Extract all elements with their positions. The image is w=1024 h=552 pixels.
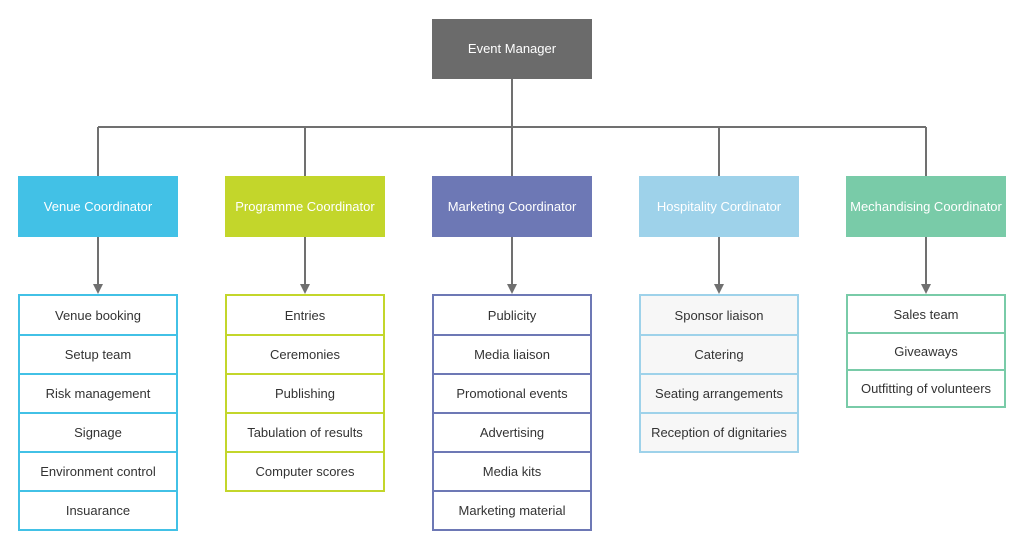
task-item: Venue booking — [54, 307, 142, 323]
marketing-task-list: Publicity Media liaison Promotional even… — [432, 294, 592, 531]
merchandising-task-list: Sales team Giveaways Outfitting of volun… — [846, 294, 1006, 408]
task-item: Sponsor liaison — [641, 296, 797, 334]
event-manager-label: Event Manager — [467, 41, 557, 57]
hospitality-coordinator-label: Hospitality Cordinator — [656, 198, 782, 214]
venue-coordinator-node: Venue Coordinator — [18, 176, 178, 237]
task-item: Sales team — [893, 306, 959, 322]
task-item: Media kits — [434, 451, 590, 490]
task-item: Catering — [641, 334, 797, 373]
task-item: Promotional events — [434, 373, 590, 412]
merchandising-coordinator-label: Mechandising Coordinator — [850, 198, 1002, 214]
task-item: Risk management — [20, 373, 176, 412]
task-item: Computer scores — [227, 451, 383, 490]
event-manager-node: Event Manager — [432, 19, 592, 79]
task-item: Signage — [20, 412, 176, 451]
merchandising-coordinator-node: Mechandising Coordinator — [846, 176, 1006, 237]
programme-coordinator-node: Programme Coordinator — [225, 176, 385, 237]
task-item: Giveaways — [848, 332, 1004, 369]
task-item: Insuarance — [20, 490, 176, 529]
hospitality-coordinator-node: Hospitality Cordinator — [639, 176, 799, 237]
task-item: Ceremonies — [227, 334, 383, 373]
task-item: Tabulation of results — [227, 412, 383, 451]
task-item: Entries — [284, 307, 326, 323]
task-item: Environment control — [20, 451, 176, 490]
venue-task-list: Venue booking Setup team Risk management… — [18, 294, 178, 531]
task-item: Media liaison — [434, 334, 590, 373]
task-item: Seating arrangements — [641, 373, 797, 412]
programme-task-list: Entries Ceremonies Publishing Tabulation… — [225, 294, 385, 492]
hospitality-task-list: Sponsor liaison Catering Seating arrange… — [639, 294, 799, 453]
task-item: Setup team — [20, 334, 176, 373]
task-item: Publishing — [227, 373, 383, 412]
venue-coordinator-label: Venue Coordinator — [43, 198, 153, 214]
task-item: Marketing material — [434, 490, 590, 529]
marketing-coordinator-label: Marketing Coordinator — [447, 198, 577, 214]
task-item: Reception of dignitaries — [641, 412, 797, 451]
marketing-coordinator-node: Marketing Coordinator — [432, 176, 592, 237]
task-item: Outfitting of volunteers — [848, 369, 1004, 406]
task-item: Advertising — [434, 412, 590, 451]
programme-coordinator-label: Programme Coordinator — [235, 198, 375, 214]
task-item: Publicity — [487, 307, 537, 323]
